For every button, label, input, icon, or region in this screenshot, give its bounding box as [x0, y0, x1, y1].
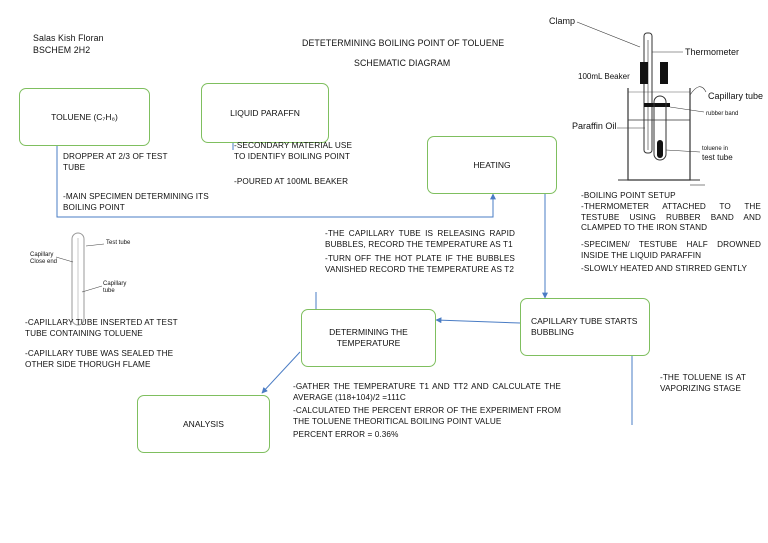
bubbling-box-label: CAPILLARY TUBE STARTS BUBBLING [531, 316, 638, 337]
setup-note-2: -THERMOMETER ATTACHED TO THE TESTUBE USI… [581, 202, 761, 232]
capillary-note-1: -CAPILLARY TUBE INSERTED AT TEST TUBE CO… [25, 318, 178, 338]
section-label: BSCHEM 2H2 [33, 45, 91, 55]
apparatus-sketch [576, 21, 707, 186]
toluene-box: TOLUENE (C₇H₈) [19, 88, 150, 146]
analysis-note-1: -GATHER THE TEMPERATURE T1 AND TT2 AND C… [293, 382, 561, 402]
toluene-note-dropper: DROPPER AT 2/3 OF TEST TUBE [63, 152, 168, 172]
determining-box-label: DETERMINING THE TEMPERATURE [329, 327, 408, 348]
determining-to-analysis-arrow [261, 351, 301, 394]
paraffin-note-secondary: -SECONDARY MATERIAL USE TO IDENTIFY BOIL… [234, 141, 353, 161]
bubbling-to-determining-arrow [435, 317, 521, 324]
paraffin-oil-label: Paraffin Oil [572, 121, 617, 131]
setup-note-3: -SPECIMEN/ TESTUBE HALF DROWNED INSIDE T… [581, 240, 761, 260]
heating-box: HEATING [427, 136, 557, 194]
rubber-band-label: rubber band [706, 111, 739, 117]
setup-note-1: -BOILING POINT SETUP [581, 191, 676, 200]
page-title: DETETERMINING BOILING POINT OF TOLUENE [302, 38, 505, 48]
toluene-to-heating-line [56, 120, 496, 218]
analysis-note-3: PERCENT ERROR = 0.36% [293, 430, 399, 439]
toluene-box-label: TOLUENE (C₇H₈) [51, 111, 118, 122]
toluene-tube-label: toluene in [702, 146, 729, 152]
paraffin-note-poured: -POURED AT 100ML BEAKER [234, 177, 349, 186]
analysis-note-2: -CALCULATED THE PERCENT ERROR OF THE EXP… [293, 406, 561, 426]
paraffin-box-label: LIQUID PARAFFN [230, 107, 300, 118]
setup-note-4: -SLOWLY HEATED AND STIRRED GENTLY [581, 264, 748, 273]
thermometer-label: Thermometer [685, 47, 740, 57]
bubbles-note-2: -TURN OFF THE HOT PLATE IF THE BUBBLES V… [325, 254, 515, 274]
vaporizing-note: -THE TOLUENE IS AT VAPORIZING STAGE [660, 373, 746, 393]
paraffin-box: LIQUID PARAFFN [201, 83, 329, 143]
capillary-note-2: -CAPILLARY TUBE WAS SEALED THE OTHER SID… [25, 349, 174, 369]
bubbling-box: CAPILLARY TUBE STARTS BUBBLING [520, 298, 650, 356]
heating-box-label: HEATING [473, 159, 511, 170]
beaker-label: 100mL Beaker [578, 72, 630, 81]
analysis-box-label: ANALYSIS [183, 418, 224, 429]
test-tube-apparatus-label: test tube [702, 153, 733, 162]
bubbles-note-1: -THE CAPILLARY TUBE IS RELEASING RAPID B… [325, 229, 515, 249]
determining-box: DETERMINING THE TEMPERATURE [301, 309, 436, 367]
page-subtitle: SCHEMATIC DIAGRAM [354, 58, 451, 68]
capillary-close-label: Capillary Close end [30, 252, 58, 265]
test-tube-sketch [55, 232, 105, 326]
author-name: Salas Kish Floran [33, 33, 104, 43]
capillary-apparatus-label: Capillary tube [708, 91, 764, 101]
test-tube-label: Test tube [106, 240, 131, 246]
clamp-label: Clamp [549, 16, 576, 26]
toluene-note-main: -MAIN SPECIMEN DETERMINING ITS BOILING P… [63, 192, 209, 212]
analysis-box: ANALYSIS [137, 395, 270, 453]
capillary-tube-label: Capillary tube [103, 281, 127, 294]
